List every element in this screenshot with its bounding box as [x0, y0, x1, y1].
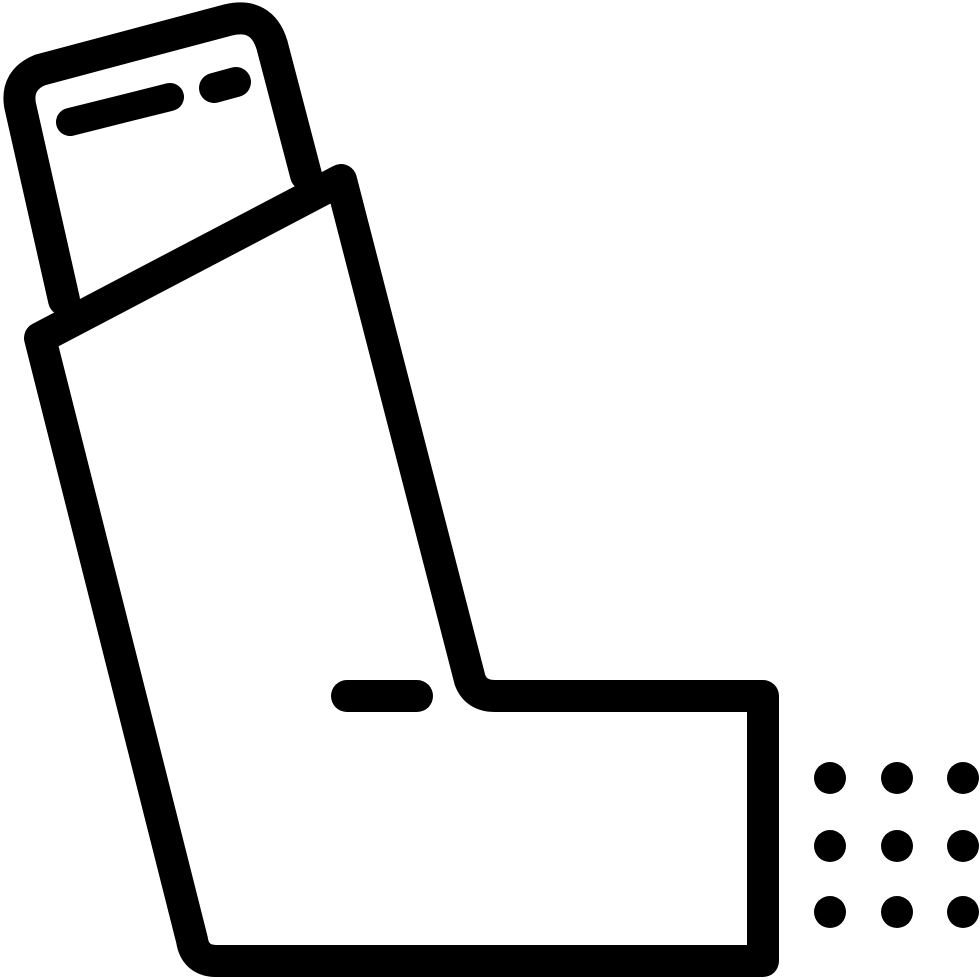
spray-dot — [881, 896, 913, 928]
spray-dots — [814, 762, 979, 928]
spray-dot — [947, 762, 979, 794]
spray-dot — [947, 830, 979, 862]
spray-dot — [947, 896, 979, 928]
spray-dot — [881, 830, 913, 862]
canister — [3, 2, 322, 316]
spray-dot — [881, 762, 913, 794]
spray-dot — [814, 896, 846, 928]
spray-dot — [814, 830, 846, 862]
inhaler-body — [24, 164, 779, 977]
canister-label-short — [199, 67, 251, 103]
spray-dot — [814, 762, 846, 794]
body-outline — [24, 164, 779, 977]
canister-outline — [3, 2, 322, 316]
canister-label-long — [56, 83, 184, 136]
